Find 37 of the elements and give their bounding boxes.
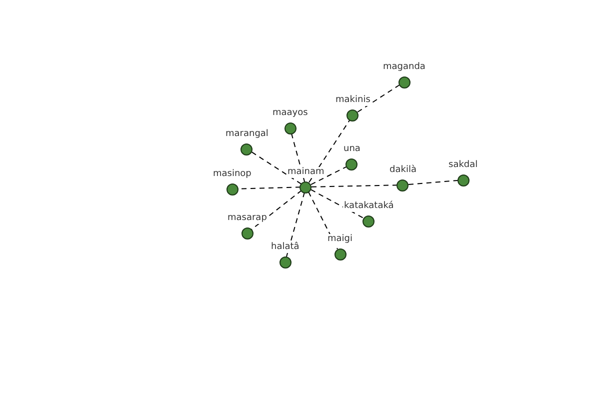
- connector-line: [251, 151, 302, 185]
- graph-node: [343, 200, 395, 228]
- node-label: dakilà: [388, 164, 418, 176]
- node-label: mainam: [286, 166, 326, 178]
- graph-node: [224, 128, 270, 156]
- node-label: sakdal: [448, 160, 479, 170]
- graph-node: [326, 234, 354, 260]
- connector-line: [308, 119, 350, 183]
- node-label: halatâ: [270, 242, 300, 252]
- node-label: katakataká: [343, 200, 395, 212]
- graph-node: [342, 144, 362, 170]
- graph-node: [448, 160, 479, 186]
- connector-line: [357, 84, 400, 112]
- graph-node: [388, 164, 418, 192]
- graph-node: [334, 94, 372, 122]
- graph-node: [272, 108, 309, 134]
- node-label: marangal: [224, 128, 270, 140]
- connector-line: [290, 132, 306, 182]
- connector-line: [310, 189, 365, 219]
- node-label: makinis: [334, 94, 372, 106]
- connector-line: [310, 166, 348, 186]
- graph-node: [382, 62, 426, 88]
- node-label: masarap: [226, 212, 268, 224]
- node-label: masinop: [212, 168, 252, 180]
- connector-line: [286, 192, 306, 258]
- connector-line: [408, 180, 458, 186]
- connector-line: [250, 190, 302, 230]
- graph-node: [226, 212, 268, 240]
- graph-node: [270, 242, 300, 268]
- graph-node: [286, 166, 326, 194]
- graph-node: [212, 168, 252, 196]
- node-label: una: [342, 144, 362, 154]
- node-label: maganda: [382, 62, 426, 72]
- node-label: maigi: [326, 234, 354, 244]
- connector-line: [308, 191, 338, 250]
- node-label: maayos: [272, 108, 309, 118]
- connector-line: [311, 184, 398, 188]
